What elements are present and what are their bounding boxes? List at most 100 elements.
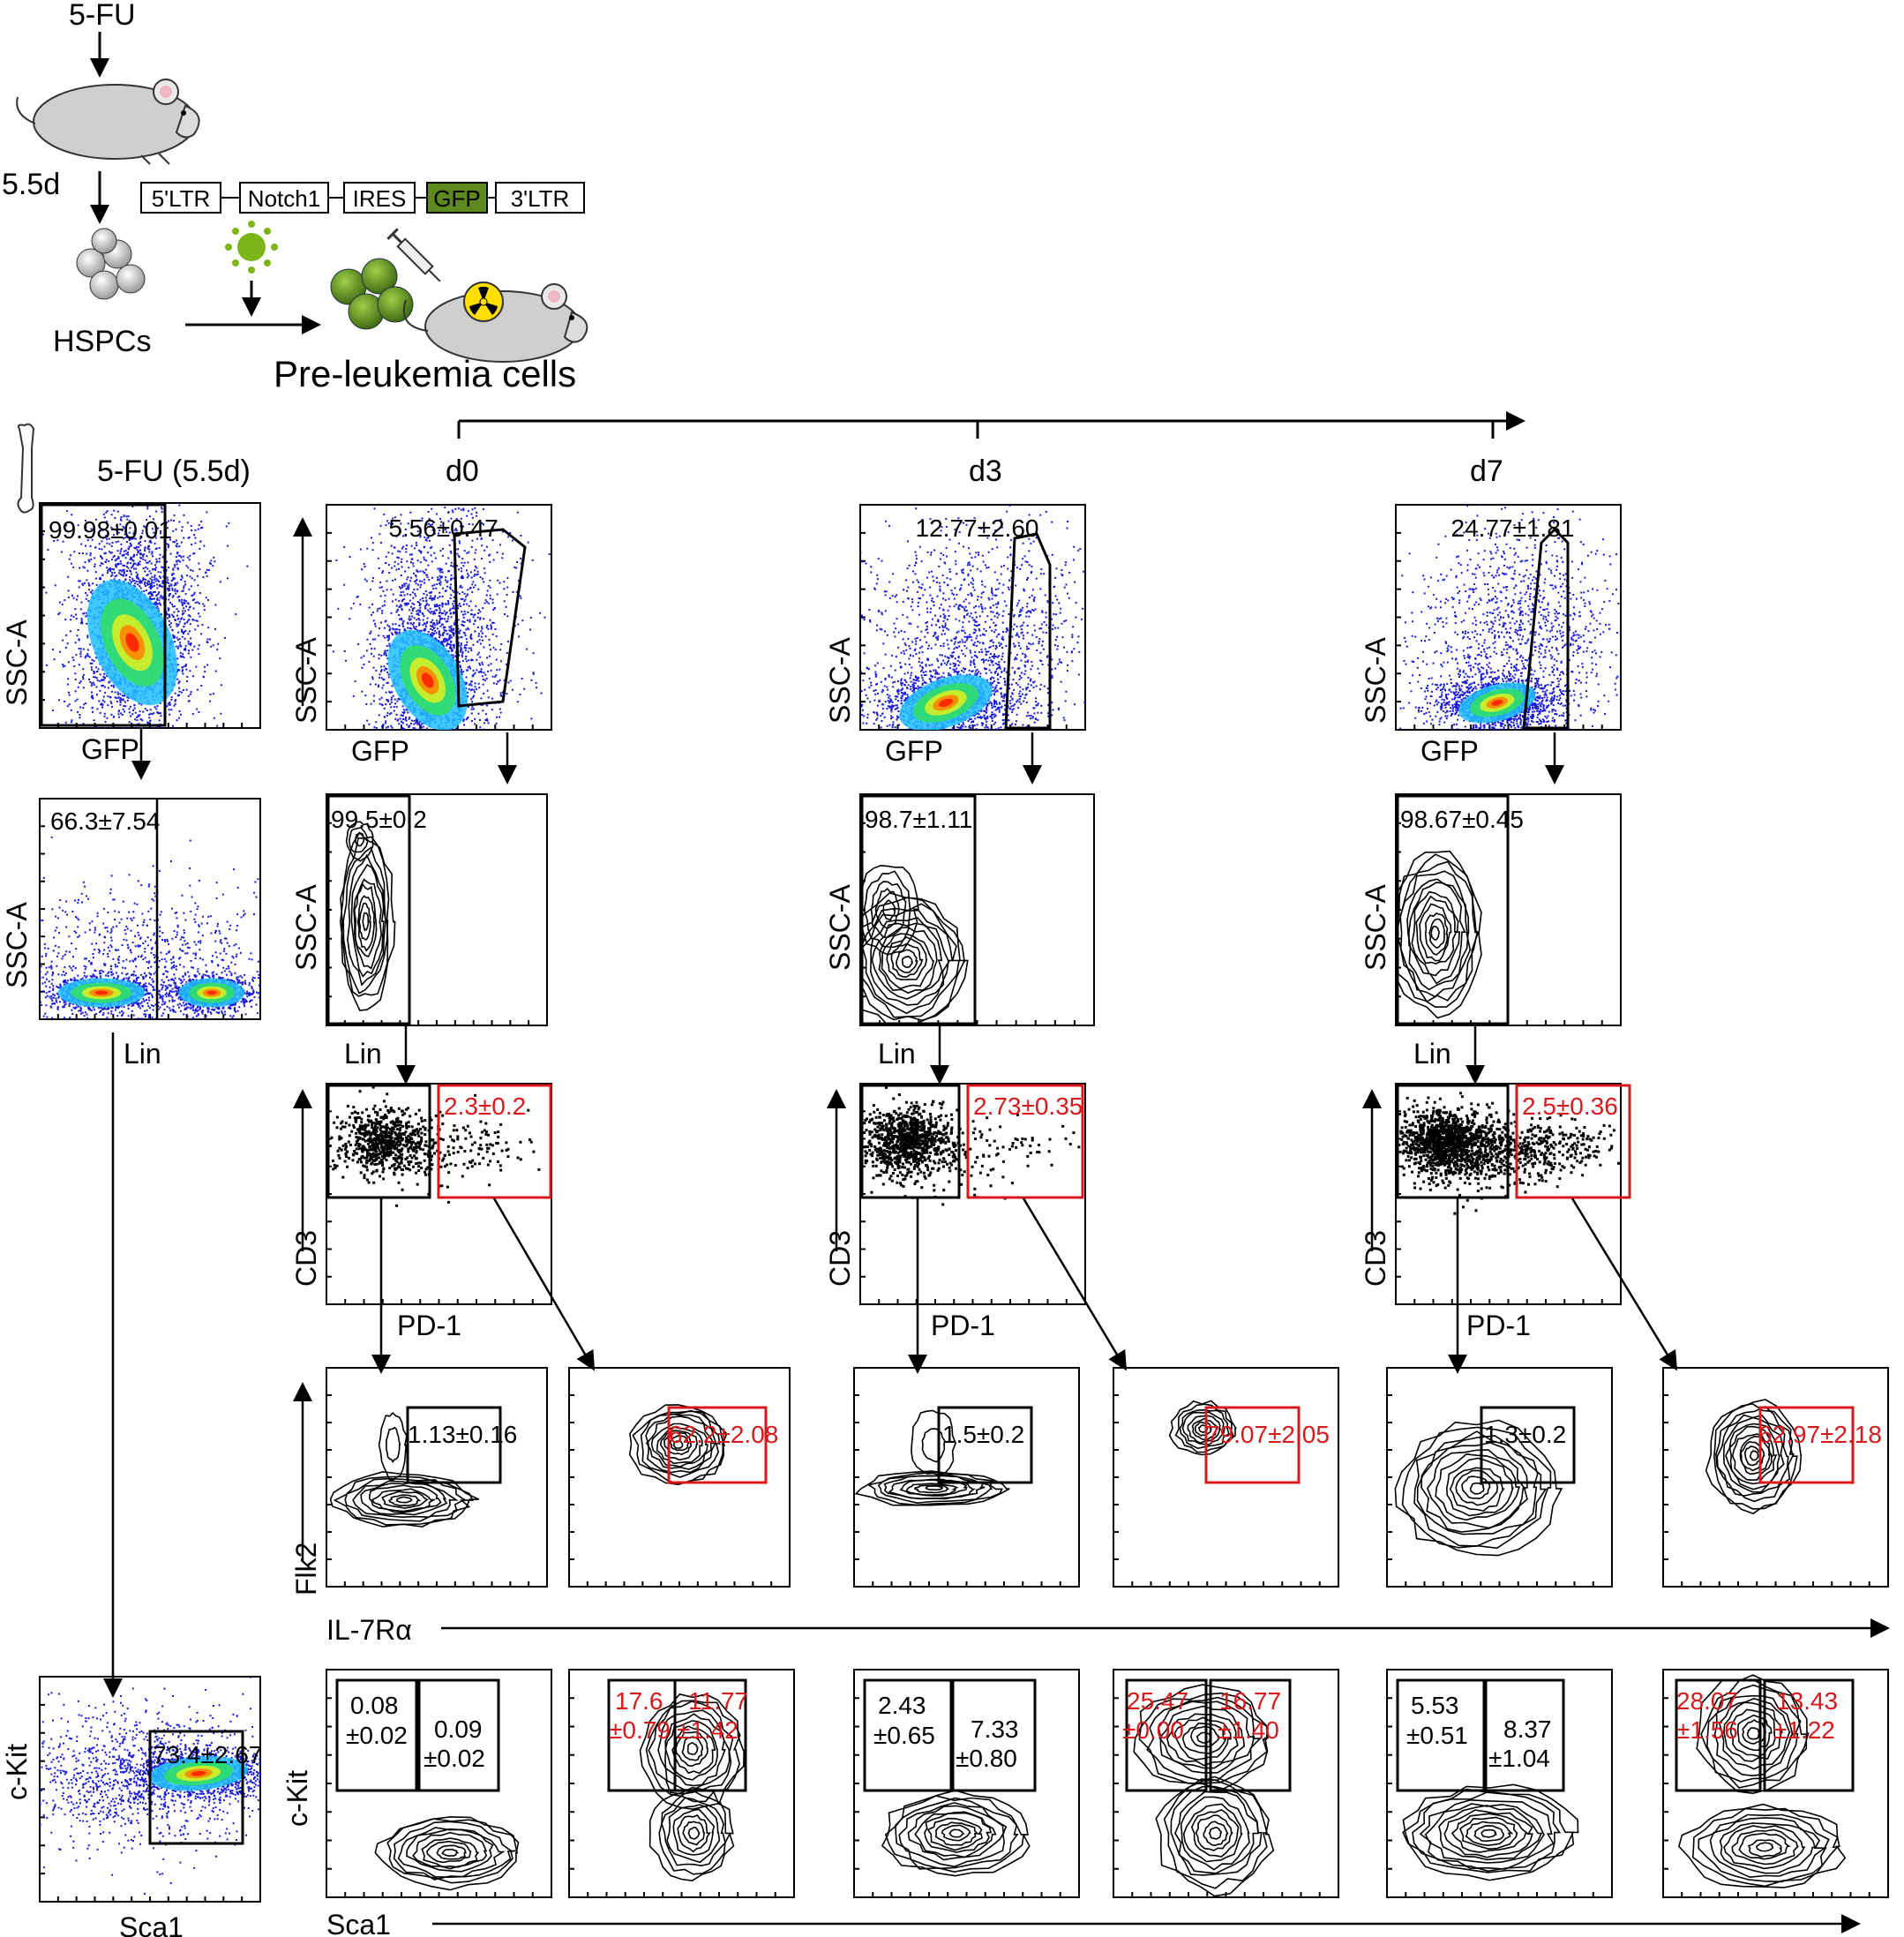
gate-value: 62.97±2.18 [1758,1421,1882,1448]
cd3-pd1-plot-d0 [326,1083,552,1305]
flk2-pos-gate [1204,1406,1301,1484]
ssc-lin-plot-d3 [859,793,1095,1026]
flk2-pos-gate [1758,1406,1855,1484]
gate-value: 2.73±0.35 [973,1092,1083,1120]
gate-value: 73.4±2.67 [153,1741,262,1768]
ckit-sca1-neg-plot-d7 [1386,1669,1613,1898]
x-axis-label: IL-7Rα [326,1614,412,1646]
ckit-sca1-pos-plot-d7 [1662,1669,1889,1898]
control-title: 5-FU (5.5d) [97,454,251,488]
gate-value: ±1.04 [1488,1745,1550,1772]
gate-value: 66.3±7.54 [50,807,160,835]
construct-element [426,182,488,214]
ssc-gfp-plot-d3 [859,504,1086,731]
lin-neg-gate [860,794,977,1025]
gate-value: 25.47 [1127,1687,1188,1715]
time-label: 5.5d [2,168,60,201]
x-axis-label: Lin [124,1038,161,1070]
ckit-sca1-neg-plot-d0 [326,1669,552,1898]
gate-value: ±1.42 [677,1716,738,1744]
y-axis-label: SSC-A [1360,884,1391,971]
ssc-lin-plot-d0 [326,793,548,1026]
gate-value: 1.3±0.2 [1484,1421,1566,1448]
construct-element-label: 5'LTR [152,185,211,212]
gate-value: 0.09 [434,1716,483,1743]
virus-icon [225,221,278,274]
x-axis-label: PD-1 [931,1310,995,1341]
gate-value: 16.77 [1219,1687,1281,1715]
flk2-il7-neg-plot-d7 [1386,1367,1613,1588]
kit-gate-a [1675,1678,1762,1792]
kit-gate-b [1763,1678,1855,1792]
x-axis-label: Lin [878,1038,916,1070]
flk2-gate [1480,1406,1576,1484]
y-axis-label: Flk2 [290,1543,322,1595]
gate-value: ±0.00 [1122,1716,1184,1744]
ssc-lin-plot-d7 [1395,793,1622,1026]
gate-value: ±1.22 [1773,1716,1835,1744]
y-axis-label: SSC-A [824,637,856,724]
kit-gate-b [673,1678,747,1792]
preleukemia-label: Pre-leukemia cells [274,353,576,394]
gate-value: 2.5±0.36 [1522,1092,1618,1120]
mouse-icon [16,79,200,165]
gate-value: ±0.65 [873,1722,935,1749]
gate-value: 5.56±0.47 [388,514,498,542]
control-ssc-gfp-plot [39,502,261,729]
gate-value: ±0.02 [346,1722,408,1749]
panel-labels: 99.98±0.01SSC-AGFP66.3±7.54SSC-ALin73.4±… [1,514,1882,1937]
kit-gate-a [1125,1678,1208,1792]
ssc-gfp-plot-d0 [326,504,552,731]
y-axis-label: SSC-A [1,902,33,988]
x-axis-label: GFP [1421,735,1479,767]
drug-label: 5-FU [69,0,136,32]
gfp-gate [1004,532,1052,730]
kit-gate-a [863,1678,955,1792]
flk2-gate [937,1406,1033,1484]
ckit-sca1-pos-plot-d3 [1113,1669,1339,1898]
y-axis-label: SSC-A [290,884,322,971]
pd1-neg-gate [1396,1084,1510,1199]
x-axis-label: Lin [1413,1038,1451,1070]
y-axis-label: CD3 [1360,1230,1391,1287]
kit-gate-b [417,1678,500,1792]
flk2-il7-pos-plot-d0 [568,1367,791,1588]
syringe-icon [386,228,441,282]
pd1-pos-gate [966,1084,1084,1199]
gate-value: 5.53 [1411,1692,1459,1719]
gate-value: 1.13±0.16 [408,1421,517,1448]
ckit-sca1-pos-plot-d0 [568,1669,795,1898]
day-label-d7: d7 [1470,454,1503,488]
flk2-pos-gate [667,1406,768,1484]
flk2-il7-pos-plot-d3 [1113,1367,1339,1588]
construct-element [239,182,329,214]
x-axis-label: Lin [344,1038,382,1070]
gate-value: ±0.80 [956,1745,1017,1772]
y-axis-label: c-Kit [1,1744,33,1800]
y-axis-label: c-Kit [281,1770,313,1827]
x-axis-label: Sca1 [326,1909,391,1937]
flk2-gate [406,1406,502,1484]
day-label-d3: d3 [969,454,1002,488]
construct-element-label: 3'LTR [511,185,570,212]
gfp-gate [453,528,527,708]
x-axis-label: GFP [885,735,943,767]
gating-arrow [1570,1197,1678,1371]
y-axis-label: CD3 [824,1230,856,1287]
flk2-il7-neg-plot-d3 [853,1367,1080,1588]
control-ssc-lin-plot [39,798,261,1020]
timeline: d0 d3 d7 [446,411,1525,488]
gate-value: ±0.79 [609,1716,671,1744]
gate-value: 98.7±1.11 [865,806,972,833]
gate-value: 28.07 [1676,1687,1738,1715]
control-ckit-sca1-plot [39,1676,261,1903]
kit-gate-a [1396,1678,1488,1792]
pd1-neg-gate [860,1084,961,1199]
pd1-pos-gate [437,1084,552,1199]
gate-value: 1.5±0.2 [942,1421,1024,1448]
hspc-label: HSPCs [53,325,151,358]
x-axis-label: PD-1 [397,1310,461,1341]
